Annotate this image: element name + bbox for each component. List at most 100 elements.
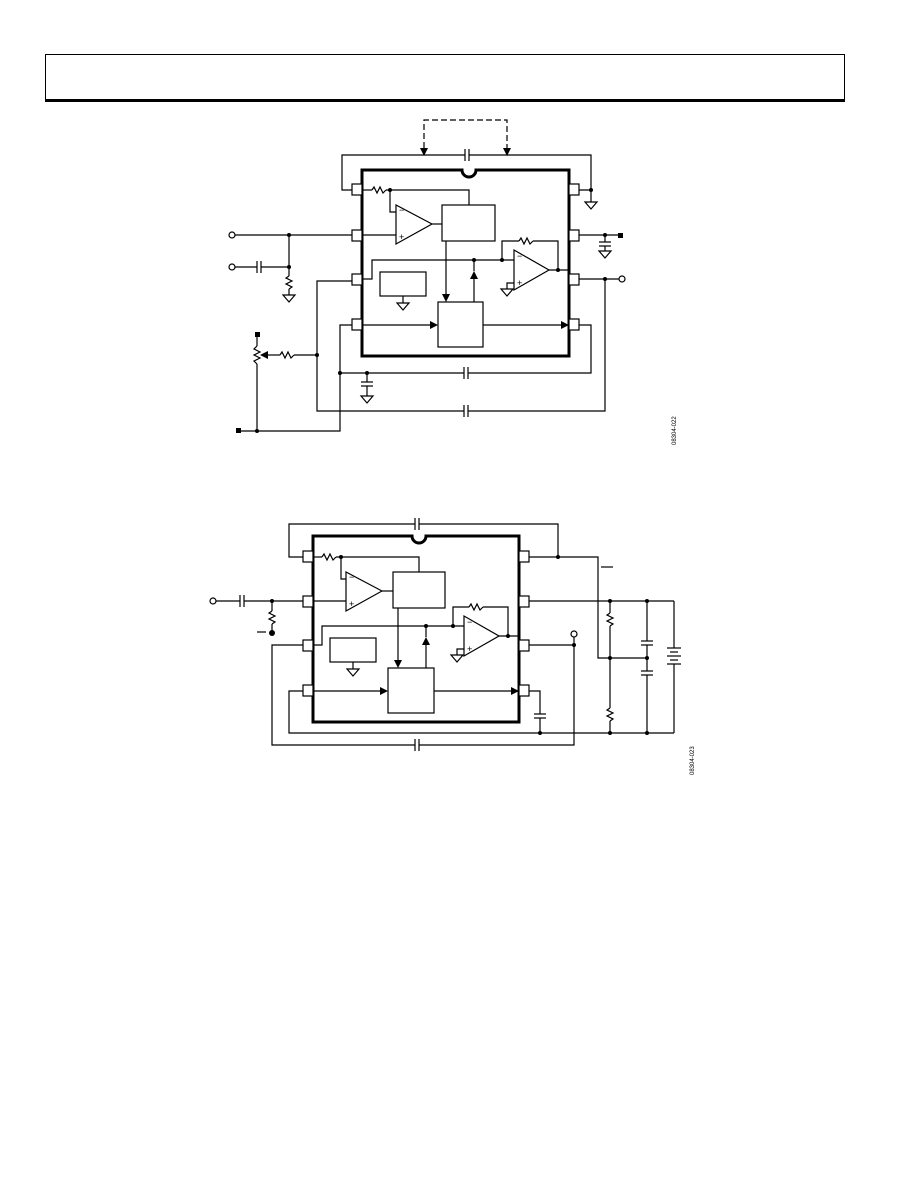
resistor-icon (267, 610, 277, 625)
internal-wire (501, 240, 519, 260)
resistor-icon (284, 275, 294, 290)
pin-6 (568, 273, 580, 286)
resistor-icon (518, 236, 534, 246)
ground-icon (449, 654, 465, 663)
resistor-icon (468, 602, 484, 612)
junction-dot (269, 630, 275, 636)
pin-3 (351, 273, 363, 286)
junction-dot (500, 258, 504, 262)
plus-sign: + (517, 278, 522, 288)
ground-icon (281, 294, 297, 303)
pin-8 (568, 183, 580, 196)
junction-dot (315, 353, 319, 357)
internal-block-upper (441, 204, 496, 242)
arrow-down-icon (442, 294, 450, 302)
internal-block-lower (387, 667, 435, 714)
pin-2 (351, 229, 363, 242)
junction-dot (572, 643, 576, 647)
schematic-figure-2: − + − + (209, 518, 696, 775)
internal-wire (313, 625, 464, 646)
internal-wire (389, 190, 398, 213)
arrow-right-icon (380, 687, 388, 695)
external-wire (529, 690, 541, 714)
internal-wire (483, 606, 509, 636)
minus-sign: − (349, 572, 354, 582)
battery-icon (667, 647, 681, 665)
ground-icon (597, 250, 613, 259)
pin-4 (302, 684, 314, 697)
pin-4 (351, 318, 363, 331)
junction-dot (645, 656, 649, 660)
pin-7 (518, 595, 530, 608)
junction-dot (608, 656, 612, 660)
potentiometer-icon (252, 345, 262, 365)
input-terminal (228, 231, 236, 239)
internal-wire (362, 259, 514, 280)
output-feedback-wire (316, 279, 606, 412)
output-terminal (570, 630, 578, 638)
junction-dot (255, 429, 259, 433)
external-wire (241, 373, 341, 432)
arrow-down-icon (503, 148, 511, 156)
internal-wire (386, 189, 470, 205)
internal-block-upper (392, 571, 446, 609)
resistor-icon (371, 185, 387, 195)
arrow-down-icon (394, 660, 402, 668)
resistor-icon (279, 350, 295, 360)
input-terminal (228, 263, 236, 271)
internal-wire (506, 282, 514, 289)
top-feedback-wire (288, 523, 559, 558)
junction-dot (339, 555, 343, 559)
supply-terminal (255, 332, 260, 337)
arrow-left-icon (260, 351, 268, 359)
minus-sign: − (517, 251, 522, 261)
plus-sign: + (399, 232, 404, 242)
op-amp-1 (395, 204, 434, 246)
supply-terminal (236, 428, 241, 433)
internal-wire (452, 606, 469, 626)
arrow-right-icon (511, 687, 519, 695)
bottom-rail-wire (288, 690, 674, 734)
pin-2 (302, 595, 314, 608)
figure-code: 08304-022 (672, 416, 678, 445)
op-amp-1 (345, 571, 384, 613)
pin-1 (351, 183, 363, 196)
pin5-loop-wire (339, 324, 592, 374)
junction-dot (388, 188, 392, 192)
ic-package-outline (311, 534, 521, 724)
ic-package-outline (360, 168, 571, 358)
figure-code: 08304-023 (690, 746, 696, 775)
arrow-up-icon (422, 637, 430, 645)
internal-wire (533, 240, 559, 270)
ground-icon (395, 302, 411, 311)
junction-dot (287, 265, 291, 269)
external-wire (529, 637, 575, 646)
ground-icon (499, 288, 515, 297)
ground-icon (583, 201, 599, 210)
junction-dot (589, 188, 593, 192)
external-wire (579, 189, 592, 202)
pin-7 (568, 229, 580, 242)
arrow-right-icon (561, 321, 569, 329)
page-header-box (45, 54, 845, 102)
internal-block-lower (437, 301, 484, 348)
op-amp-2 (463, 614, 501, 658)
pin-5 (568, 318, 580, 331)
resistor-icon (321, 552, 337, 562)
external-wire (529, 556, 647, 659)
minus-sign: − (399, 205, 404, 215)
junction-dot (556, 555, 560, 559)
supply-terminal (618, 233, 623, 238)
internal-wire (336, 556, 420, 572)
output-terminal (618, 275, 626, 283)
internal-wire (456, 648, 464, 655)
pin-5 (518, 684, 530, 697)
arrow-down-icon (420, 148, 428, 156)
ground-icon (345, 668, 361, 677)
pin-3 (302, 639, 314, 652)
arrow-up-icon (470, 271, 478, 279)
pin-8 (518, 550, 530, 563)
plus-sign: + (467, 644, 472, 654)
schematic-figure-1: − + − + (228, 119, 678, 445)
